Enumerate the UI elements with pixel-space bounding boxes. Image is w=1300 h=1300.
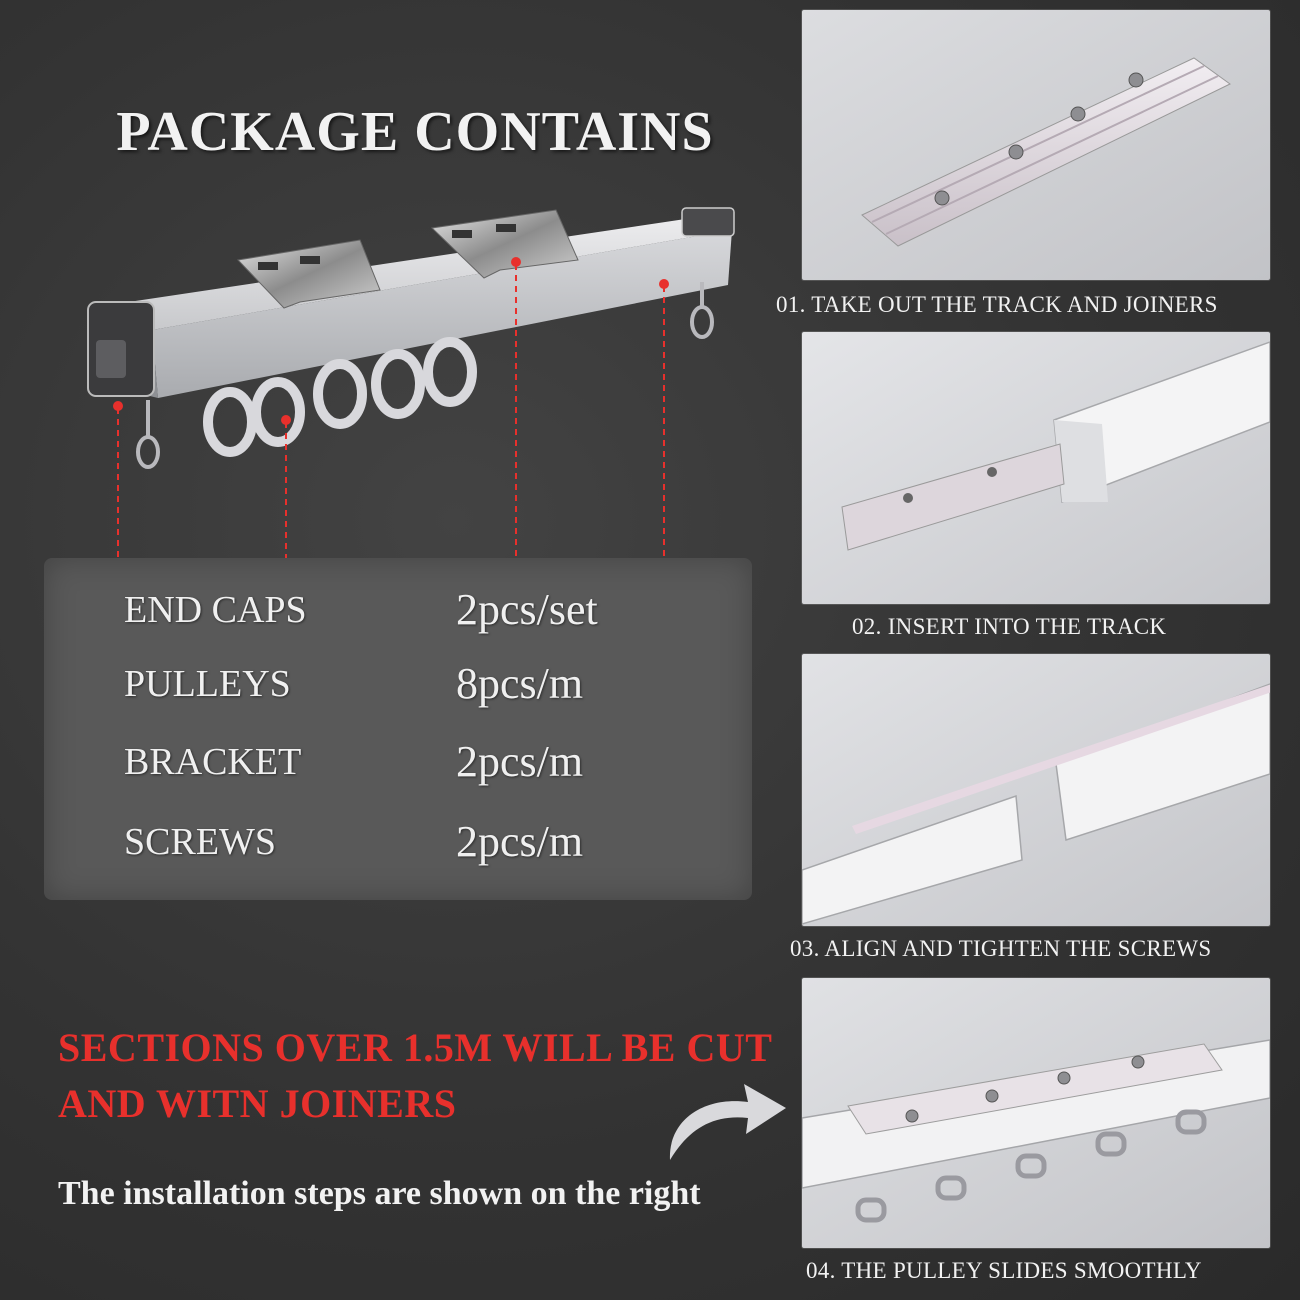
spec-value: 2pcs/set: [456, 585, 598, 634]
joiner-screws: [905, 1055, 1145, 1123]
spec-row-bracket: BRACKET 2pcs/m: [44, 737, 752, 800]
callout-dots: [113, 257, 669, 425]
step-1-caption: 01. TAKE OUT THE TRACK AND JOINERS: [776, 292, 1218, 317]
spec-row-pulleys: PULLEYS 8pcs/m: [44, 659, 752, 722]
end-cap-right: [681, 207, 735, 237]
bracket-right: [430, 209, 579, 279]
joiner-insert: [841, 443, 1065, 551]
page-title: PACKAGE CONTAINS: [116, 101, 714, 163]
pulley-hooks: [855, 1109, 1207, 1223]
steps-note: The installation steps are shown on the …: [58, 1175, 701, 1212]
cutting-notice: SECTIONS OVER 1.5M WILL BE CUT AND WITN …: [58, 1020, 798, 1132]
spec-row-screws: SCREWS 2pcs/m: [44, 817, 752, 880]
bracket-left: [236, 239, 381, 309]
step-4-photo: [802, 978, 1270, 1248]
spec-label: END CAPS: [124, 589, 307, 631]
pulleys: [203, 337, 477, 457]
track-section-left: [802, 794, 1023, 925]
spec-label: SCREWS: [124, 821, 277, 863]
spec-label: PULLEYS: [124, 663, 291, 705]
step-4-caption: 04. THE PULLEY SLIDES SMOOTHLY: [806, 1258, 1202, 1283]
cutting-notice-line2: AND WITN JOINERS: [58, 1081, 457, 1126]
step-3-photo: [802, 654, 1270, 926]
spec-row-end-caps: END CAPS 2pcs/set: [44, 585, 752, 648]
joiner-screws: [934, 72, 1144, 206]
joiner-plate-top: [847, 1043, 1223, 1135]
spec-value: 2pcs/m: [456, 737, 584, 786]
step-3-caption: 03. ALIGN AND TIGHTEN THE SCREWS: [790, 936, 1212, 961]
track-body: [88, 218, 732, 398]
track-product-illustration: [87, 207, 735, 558]
spec-panel: END CAPS 2pcs/set PULLEYS 8pcs/m BRACKET…: [44, 558, 752, 900]
step-2-caption: 02. INSERT INTO THE TRACK: [852, 614, 1167, 639]
callout-lines: [117, 264, 665, 558]
spec-label: BRACKET: [124, 741, 302, 783]
curved-arrow-icon: [669, 1084, 786, 1160]
joiner-rail: [852, 684, 1270, 834]
end-cap-left: [87, 301, 155, 397]
hooks: [136, 282, 714, 469]
spec-value: 2pcs/m: [456, 817, 584, 866]
step-2-photo: [802, 332, 1270, 604]
spec-value: 8pcs/m: [456, 659, 584, 708]
step-1-photo: [802, 10, 1270, 280]
cutting-notice-line1: SECTIONS OVER 1.5M WILL BE CUT: [58, 1025, 773, 1070]
